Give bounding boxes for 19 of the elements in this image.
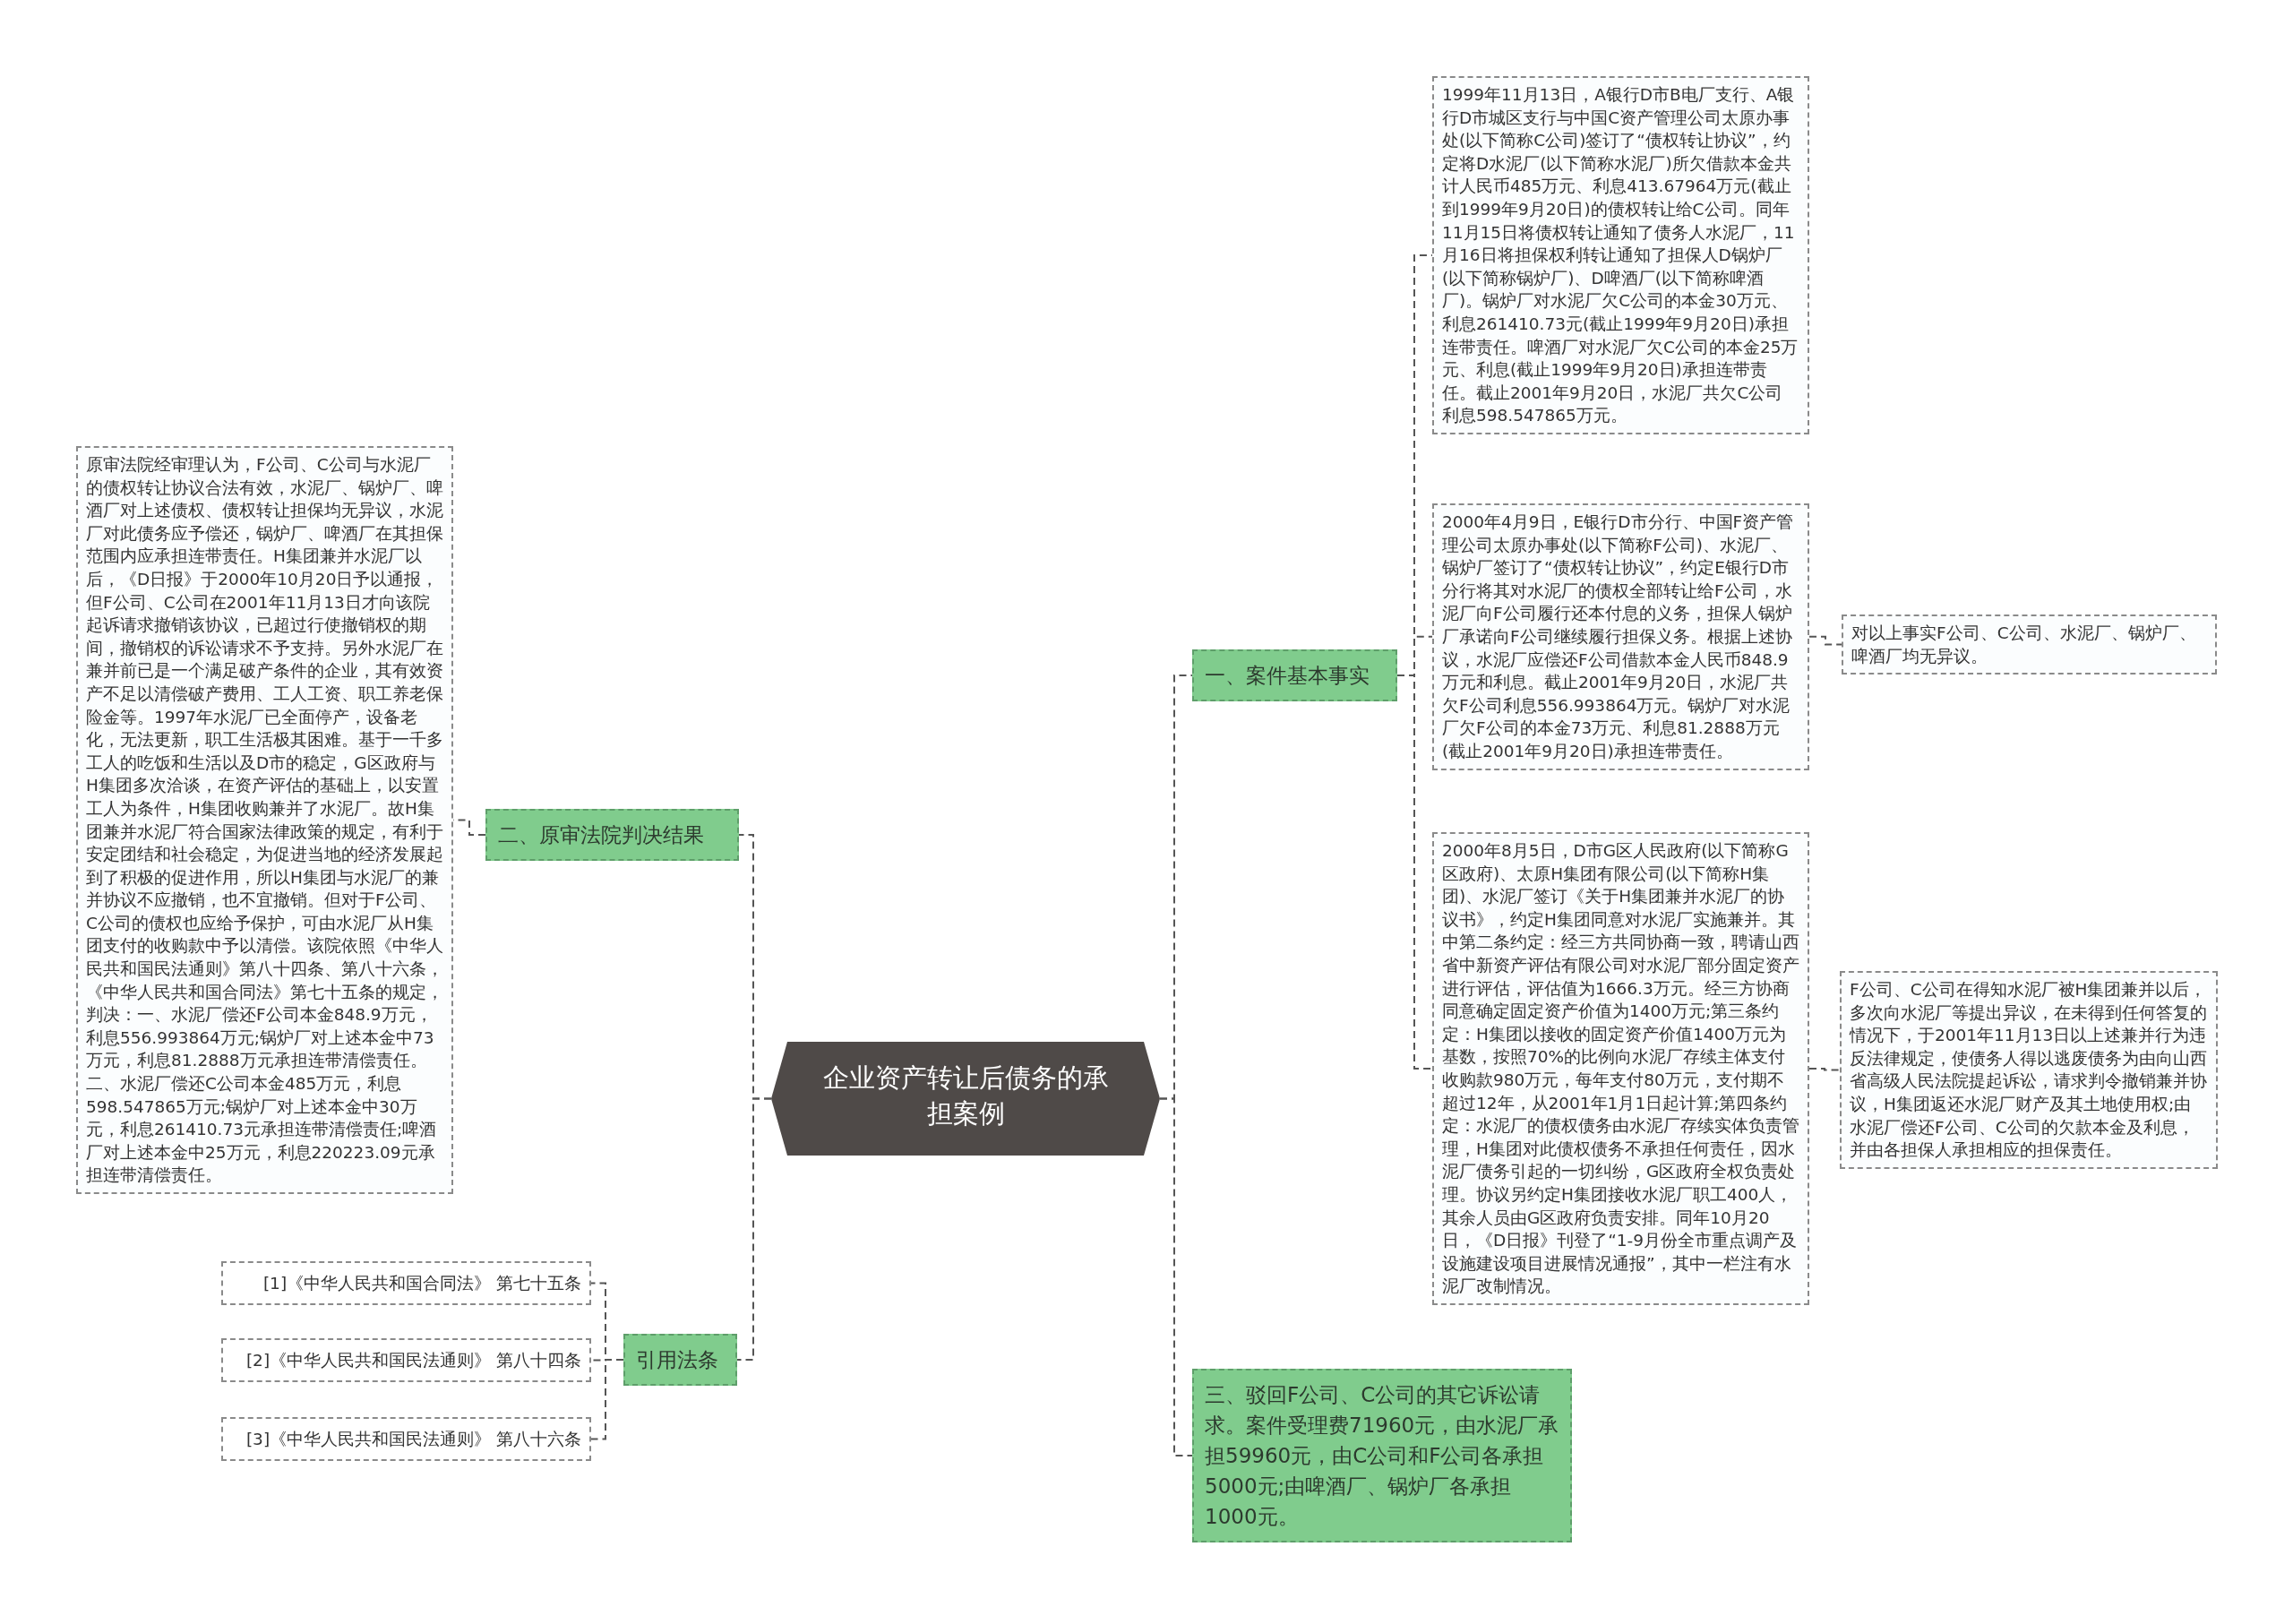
note-box: 原审法院经审理认为，F公司、C公司与水泥厂的债权转让协议合法有效，水泥厂、锅炉厂、啤酒厂对上述债权、债权转让担保均无异议，水泥厂对此债务应予偿还，锅炉厂、啤酒厂在其担保范围内应承担连带责任。H集团兼并水泥厂以后，《D日报》于2000年10月20日予以通报，但F公司、C公司在2001年11月13日才向该院起诉请求撤销该协议，已超过行使撤销权的期间，撤销权的诉讼请求不予支持。另外水泥厂在兼并前已是一个满足破产条件的企业，其有效资产不足以清偿破产费用、工人工资、职工养老保险金等。1997年水泥厂已全面停产，设备老化，无法更新，职工生活极其困难。基于一千多工人的吃饭和生活以及D市的稳定，G区政府与H集团多次洽谈，在资产评估的基础上，以安置工人为条件，H集团收购兼并了水泥厂。故H集团兼并水泥厂符合国家法律政策的规定，有利于安定团结和社会稳定，为促进当地的经济发展起到了积极的促进作用，所以H集团与水泥厂的兼并协议不应撤销，也不宜撤销。但对于F公司、C公司的债权也应给予保护，可由水泥厂从H集团支付的收购款中予以清偿。该院依照《中华人民共和国民法通则》第八十四条、第八十六条，《中华人民共和国合同法》第七十五条的规定，判决：一、水泥厂偿还F公司本金848.9万元，利息556.993864万元;锅炉厂对上述本金中73万元，利息81.2888万元承担连带清偿责任。二、水泥厂偿还C公司本金485万元，利息598.547865万元;锅炉厂对上述本金中30万元，利息261410.73元承担连带清偿责任;啤酒厂对上述本金中25万元，利息220223.09元承担连带清偿责任。	[76, 446, 453, 1194]
connector-line	[736, 1097, 772, 1361]
connector-line	[1808, 1067, 1841, 1071]
connector-line	[590, 1359, 624, 1440]
note-box: F公司、C公司在得知水泥厂被H集团兼并以后，多次向水泥厂等提出异议，在未得到任何答复的情况下，于2001年11月13日以上述兼并行为违反法律规定，使债务人得以逃废债务为由向山西省高级人民法院提起诉讼，请求判令撤销兼并协议，H集团返还水泥厂财产及其土地使用权;由水泥厂偿还F公司、C公司的欠款本金及利息，并由各担保人承担相应的担保责任。	[1840, 971, 2218, 1169]
central-topic: 企业资产转让后债务的承担案例	[771, 1042, 1160, 1156]
law-citation: [1]《中华人民共和国合同法》 第七十五条	[221, 1261, 591, 1305]
note-box: 2000年8月5日，D市G区人民政府(以下简称G区政府)、太原H集团有限公司(以下简称H集团)、水泥厂签订《关于H集团兼并水泥厂的协议书》，约定H集团同意对水泥厂实施兼并。其中第二条约定：经三方共同协商一致，聘请山西省中新资产评估有限公司对水泥厂部分固定资产进行评估，评估值为1666.3万元。经三方协商同意确定固定资产价值为1400万元;第三条约定：H集团以接收的固定资产价值1400万元为基数，按照70%的比例向水泥厂存续主体支付收购款980万元，每年支付80万元，支付期不超过12年，从2001年1月1日起计算;第四条约定：水泥厂的债权债务由水泥厂存续实体负责管理，H集团对此债权债务不承担任何责任，因水泥厂债务引起的一切纠纷，G区政府全权负责处理。协议另约定H集团接收水泥厂职工400人，其余人员由G区政府负责安排。同年10月20日，《D日报》刊登了“1-9月份全市重点调产及设施建设项目进展情况通报”，其中一栏注有水泥厂改制情况。	[1432, 832, 1809, 1305]
connector-line	[1159, 1097, 1193, 1456]
branch-topic: 三、驳回F公司、C公司的其它诉讼请求。案件受理费71960元，由水泥厂承担59960元，由C公司和F公司各承担5000元;由啤酒厂、锅炉厂各承担1000元。	[1192, 1369, 1572, 1542]
note-box: 对以上事实F公司、C公司、水泥厂、锅炉厂、啤酒厂均无异议。	[1842, 614, 2217, 675]
branch-topic: 引用法条	[623, 1334, 737, 1386]
branch-topic: 一、案件基本事实	[1192, 649, 1397, 701]
law-citation: [2]《中华人民共和国民法通则》 第八十四条	[221, 1338, 591, 1382]
branch-topic: 二、原审法院判决结果	[485, 809, 739, 861]
note-box: 2000年4月9日，E银行D市分行、中国F资产管理公司太原办事处(以下简称F公司)、水泥厂、锅炉厂签订了“债权转让协议”，约定E银行D市分行将其对水泥厂的债权全部转让给F公司，水泥厂向F公司履行还本付息的义务，担保人锅炉厂承诺向F公司继续履行担保义务。根据上述协议，水泥厂应偿还F公司借款本金人民币848.9万元和利息。截止2001年9月20日，水泥厂共欠F公司利息556.993864万元。锅炉厂对水泥厂欠F公司的本金73万元、利息81.2888万元(截止2001年9月20日)承担连带责任。	[1432, 503, 1809, 770]
connector-line	[1808, 635, 1842, 646]
law-citation: [3]《中华人民共和国民法通则》 第八十六条	[221, 1417, 591, 1461]
note-box: 1999年11月13日，A银行D市B电厂支行、A银行D市城区支行与中国C资产管理公司太原办事处(以下简称C公司)签订了“债权转让协议”，约定将D水泥厂(以下简称水泥厂)所欠借款本金共计人民币485万元、利息413.67964万元(截止到1999年9月20日)的债权转让给C公司。同年11月15日将债权转让通知了债务人水泥厂，11月16日将担保权利转让通知了担保人D锅炉厂(以下简称锅炉厂)、D啤酒厂(以下简称啤酒厂)。锅炉厂对水泥厂欠C公司的本金30万元、利息261410.73元(截止1999年9月20日)承担连带责任。啤酒厂对水泥厂欠C公司的本金25万元、利息(截止1999年9月20日)承担连带责任。截止2001年9月20日，水泥厂共欠C公司利息598.547865万元。	[1432, 76, 1809, 434]
